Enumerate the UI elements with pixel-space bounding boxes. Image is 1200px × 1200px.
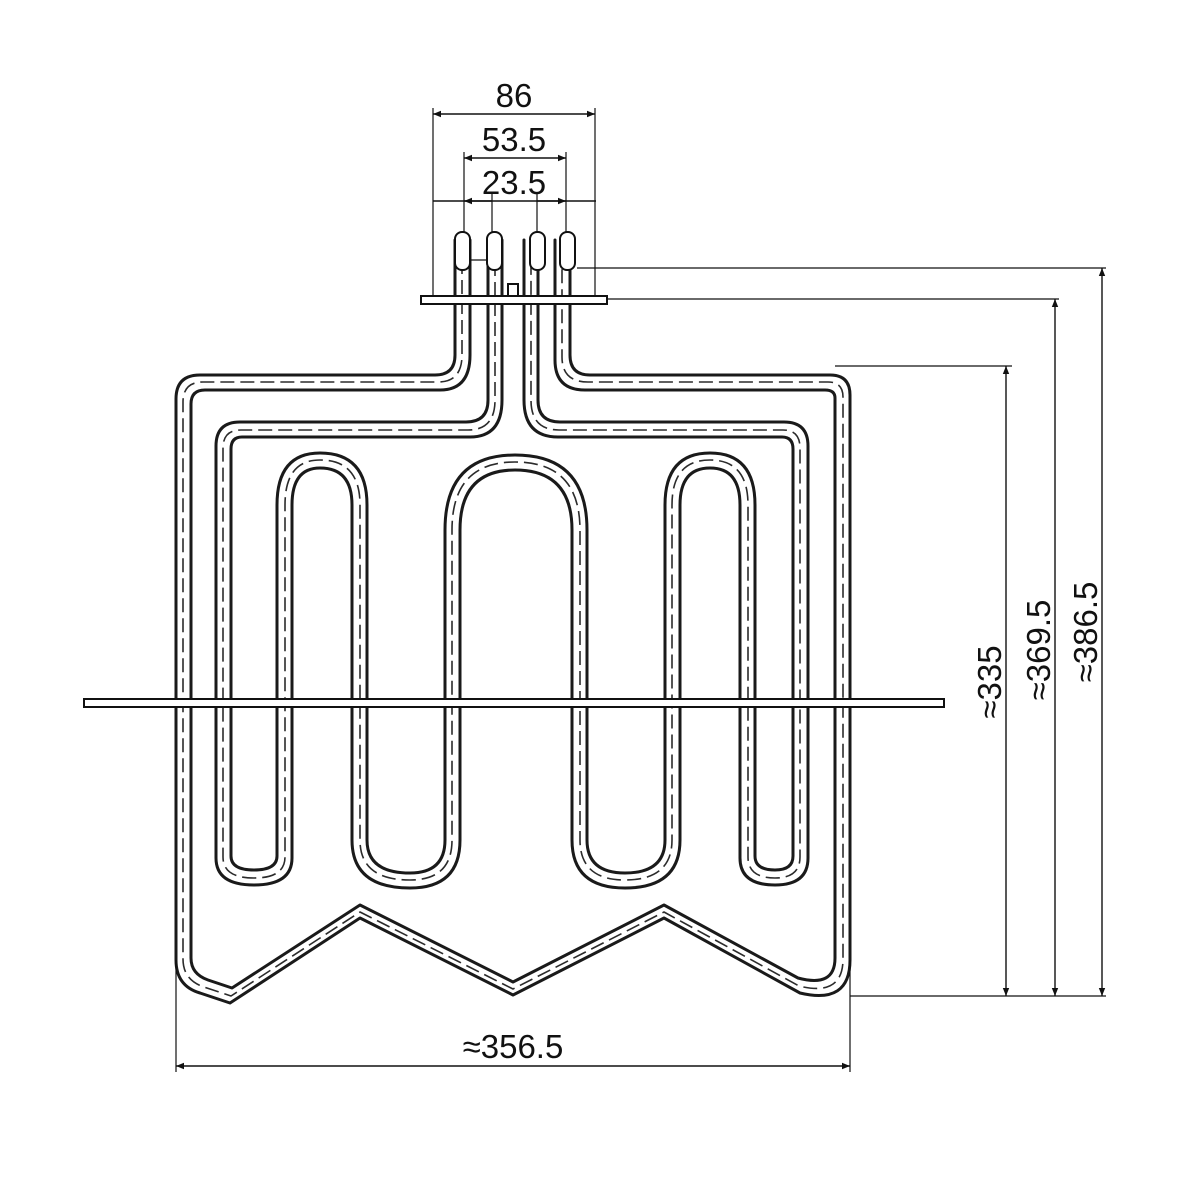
outer-loop-inner-edge [189,238,837,990]
heating-tube [174,238,852,1005]
width-dimension: ≈356.5 [175,960,851,1072]
dimension-53-5-label: 53.5 [482,121,546,158]
inner-loop-outer-edge [214,238,810,890]
inner-loop-center-line [222,262,801,881]
mounting-flange [420,295,608,305]
terminal-pin-4 [559,231,576,271]
terminal-pin-1 [454,231,471,271]
dimension-369-5-label: ≈369.5 [1020,600,1057,701]
dimension-356-5-label: ≈356.5 [463,1028,564,1065]
support-bar [83,698,945,708]
terminal-pin-2 [486,231,503,271]
height-dimensions: ≈335 ≈369.5 ≈386.5 [577,267,1106,997]
terminals [454,231,576,299]
inner-loop-inner-edge [229,238,795,875]
top-dimensions: 86 53.5 23.5 [432,77,596,296]
terminal-pin-3 [529,231,546,271]
outer-loop-outer-edge [174,238,852,1005]
dimension-86-label: 86 [496,77,533,114]
outer-loop-center-line [182,260,844,997]
dimension-335-label: ≈335 [971,645,1008,718]
dimension-386-5-label: ≈386.5 [1067,582,1104,683]
dimension-23-5-label: 23.5 [482,164,546,201]
